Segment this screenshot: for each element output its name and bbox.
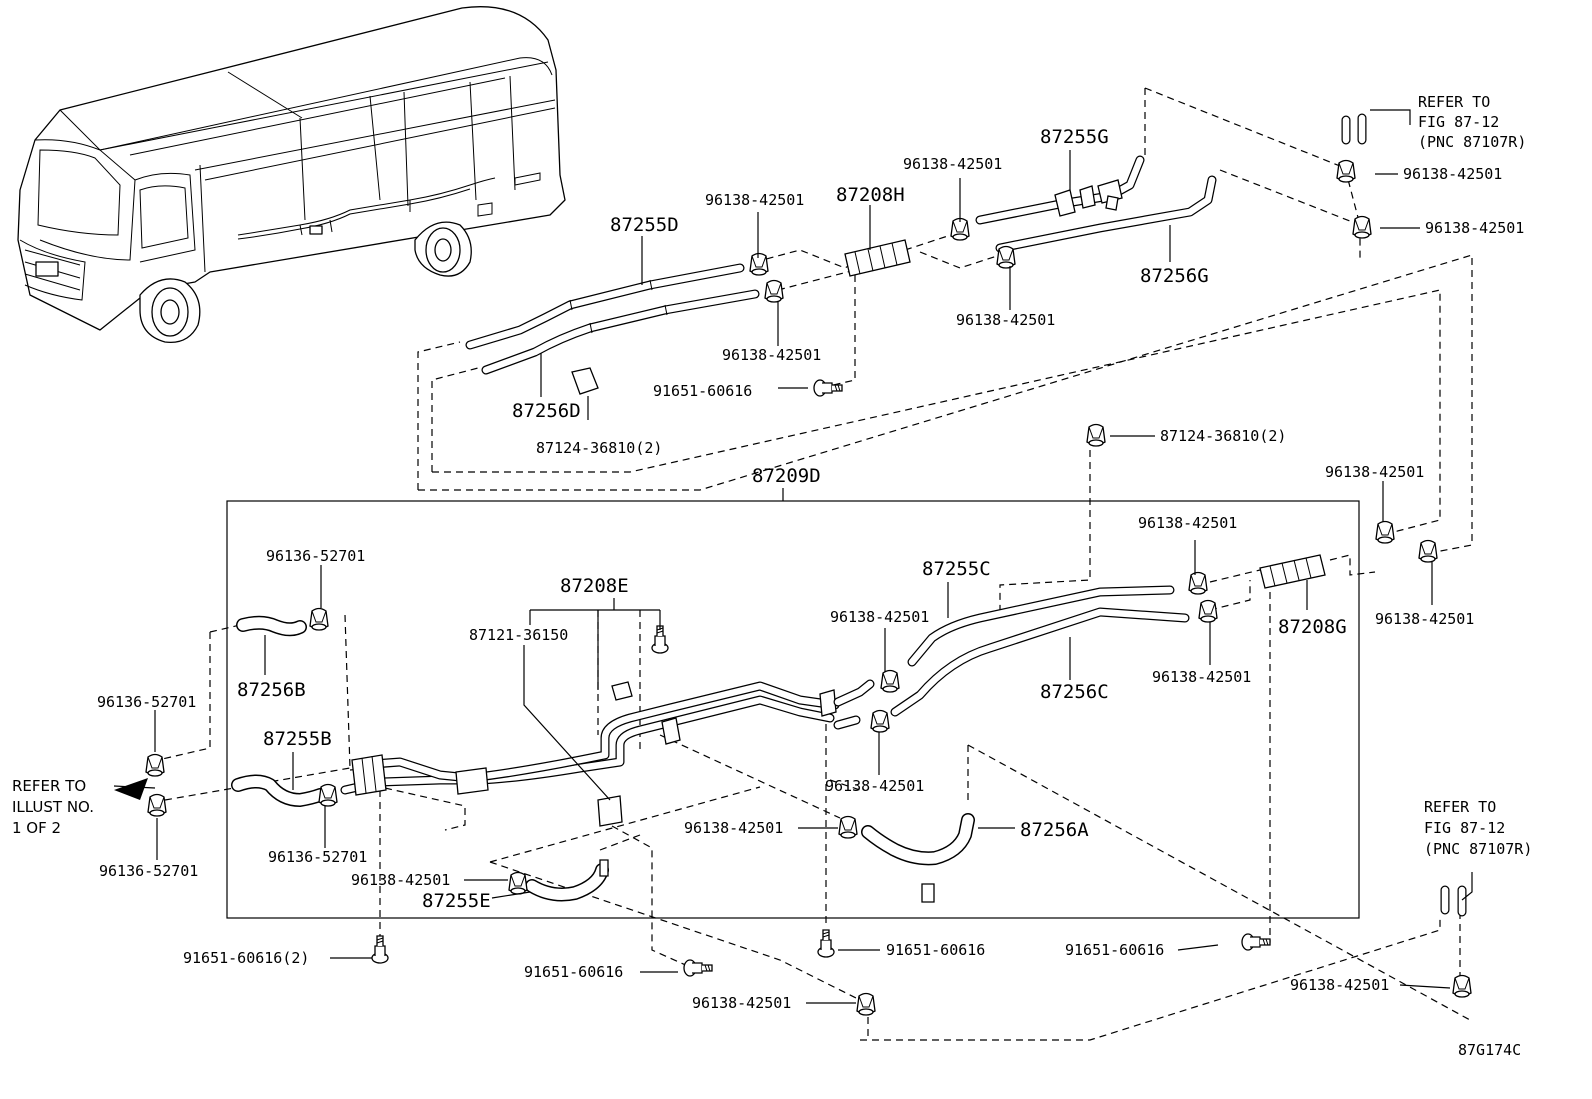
label-87256D: 87256D	[512, 400, 581, 422]
label-87255E: 87255E	[422, 890, 491, 912]
label-96138-d: 96138-42501	[1403, 165, 1502, 183]
refer-bottom-line2: FIG 87-12	[1424, 819, 1505, 837]
label-leaders	[113, 109, 1473, 1004]
label-87255C: 87255C	[922, 558, 991, 580]
label-96138-b: 96138-42501	[722, 346, 821, 364]
refer-bottom-line1: REFER TO	[1424, 798, 1496, 816]
label-87209D: 87209D	[752, 465, 821, 487]
label-91651-c: 91651-60616	[886, 941, 985, 959]
label-91651-d: 91651-60616	[524, 963, 623, 981]
label-96138-j: 96138-42501	[1152, 668, 1251, 686]
label-96136-b: 96136-52701	[97, 693, 196, 711]
label-96138-i: 96138-42501	[1375, 610, 1474, 628]
label-91651-b: 91651-60616(2)	[183, 949, 309, 967]
label-87255D: 87255D	[610, 214, 679, 236]
part-labels: 87255D 87256D 87124-36810(2) 96138-42501…	[12, 93, 1532, 1059]
label-96138-a: 96138-42501	[705, 191, 804, 209]
label-87121: 87121-36150	[469, 626, 568, 644]
refer-top-line1: REFER TO	[1418, 93, 1490, 111]
label-87256A: 87256A	[1020, 819, 1089, 841]
refer-left-line3: 1 OF 2	[12, 819, 61, 837]
label-87208G: 87208G	[1278, 616, 1347, 638]
label-87256G: 87256G	[1140, 265, 1209, 287]
label-96136-d: 96136-52701	[99, 862, 198, 880]
label-87255B: 87255B	[263, 728, 332, 750]
refer-top-line3: (PNC 87107R)	[1418, 133, 1526, 151]
lower-hose-group	[231, 113, 1467, 917]
label-96138-l: 96138-42501	[825, 777, 924, 795]
label-96138-k: 96138-42501	[830, 608, 929, 626]
label-96138-f: 96138-42501	[956, 311, 1055, 329]
label-96138-c: 96138-42501	[903, 155, 1002, 173]
label-96138-e: 96138-42501	[1425, 219, 1524, 237]
label-87124-mid: 87124-36810(2)	[1160, 427, 1286, 445]
label-96138-g: 96138-42501	[1325, 463, 1424, 481]
label-96138-m: 96138-42501	[684, 819, 783, 837]
label-87256B: 87256B	[237, 679, 306, 701]
label-96138-h: 96138-42501	[1138, 514, 1237, 532]
label-96136-c: 96136-52701	[268, 848, 367, 866]
refer-left-line2: ILLUST NO.	[12, 798, 94, 816]
label-87208E: 87208E	[560, 575, 629, 597]
label-91651-a: 91651-60616	[653, 382, 752, 400]
label-91651-e: 91651-60616	[1065, 941, 1164, 959]
refer-left-line1: REFER TO	[12, 777, 86, 795]
label-96136-a: 96136-52701	[266, 547, 365, 565]
label-96138-o: 96138-42501	[692, 994, 791, 1012]
label-96138-p: 96138-42501	[1290, 976, 1389, 994]
refer-bottom-line3: (PNC 87107R)	[1424, 840, 1532, 858]
label-87255G: 87255G	[1040, 126, 1109, 148]
refer-top-line2: FIG 87-12	[1418, 113, 1499, 131]
label-87208H: 87208H	[836, 184, 905, 206]
label-96138-n: 96138-42501	[351, 871, 450, 889]
figure-code: 87G174C	[1458, 1041, 1521, 1059]
label-87124-top: 87124-36810(2)	[536, 439, 662, 457]
assembly-box	[226, 500, 1360, 919]
label-87256C: 87256C	[1040, 681, 1109, 703]
fasteners	[145, 159, 1472, 1016]
vehicle-illustration	[17, 6, 566, 344]
upper-hose-group	[465, 155, 1217, 395]
